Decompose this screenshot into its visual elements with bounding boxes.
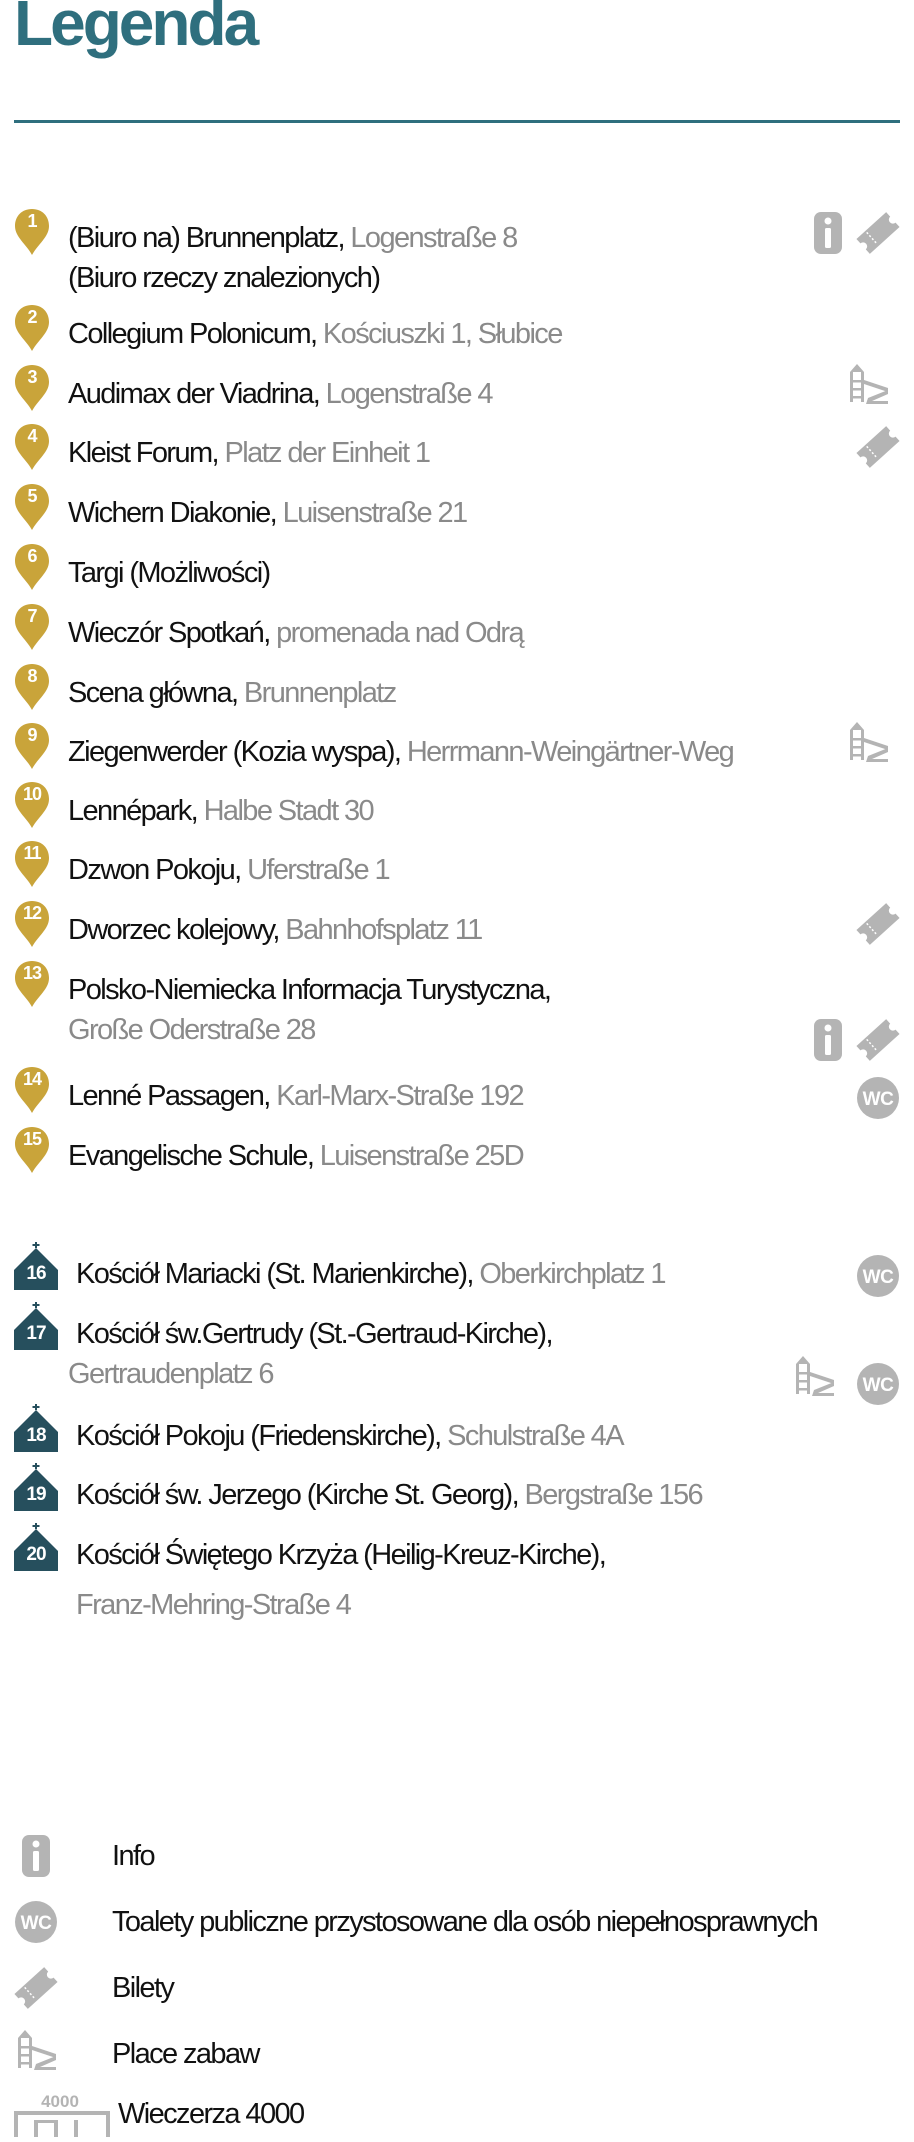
legend-tickets: Bilety: [0, 1966, 914, 2016]
pin-marker-icon: 4: [14, 423, 50, 471]
venue-label: Wichern Diakonie, Luisenstraße 21: [68, 497, 468, 529]
legend-wc: Toalety publiczne przystosowane dla osób…: [0, 1900, 914, 1950]
page-title: Legenda: [14, 0, 259, 59]
pin-marker-icon: 8: [14, 663, 50, 711]
venue-label: Polsko-Niemiecka Informacja Turystyczna,: [68, 974, 552, 1006]
venue-row[interactable]: 11 Dzwon Pokoju, Uferstraße 1: [0, 856, 914, 896]
playground-icon: [846, 718, 890, 762]
venue-label: Wieczór Spotkań, promenada nad Odrą: [68, 617, 525, 649]
venue-row[interactable]: 13 Polsko-Niemiecka Informacja Turystycz…: [0, 976, 914, 1016]
ticket-icon: [14, 1966, 58, 2010]
legend-info-label: Info: [112, 1840, 156, 1872]
venue-row[interactable]: 7 Wieczór Spotkań, promenada nad Odrą: [0, 619, 914, 659]
pin-marker-icon: 1: [14, 208, 50, 256]
supper-table-icon: 4000: [12, 2090, 112, 2137]
playground-icon: [846, 360, 890, 404]
church-row[interactable]: 19 Kościół św. Jerzego (Kirche St. Georg…: [0, 1481, 914, 1521]
venue-row[interactable]: 1 (Biuro na) Brunnenplatz, Logenstraße 8…: [0, 222, 914, 294]
pin-marker-icon: 2: [14, 304, 50, 352]
pin-marker-icon: 15: [14, 1126, 50, 1174]
church-row[interactable]: 20 Kościół Świętego Krzyża (Heilig-Kreuz…: [0, 1539, 914, 1621]
pin-marker-icon: 9: [14, 722, 50, 770]
church-address-line2: Franz-Mehring-Straße 4: [76, 1589, 352, 1621]
pin-marker-icon: 3: [14, 364, 50, 412]
venue-label: Kleist Forum, Platz der Einheit 1: [68, 437, 431, 469]
venue-label: Dworzec kolejowy, Bahnhofsplatz 11: [68, 914, 483, 946]
venue-row[interactable]: 4 Kleist Forum, Platz der Einheit 1: [0, 439, 914, 479]
pin-marker-icon: 10: [14, 781, 50, 829]
svg-text:4000: 4000: [41, 2092, 79, 2111]
pin-marker-icon: 13: [14, 960, 50, 1008]
church-row[interactable]: 16 Kościół Mariacki (St. Marienkirche), …: [0, 1260, 914, 1300]
church-icon: 19: [14, 1463, 58, 1511]
venue-label: Audimax der Viadrina, Logenstraße 4: [68, 378, 493, 410]
venue-label: Targi (Możliwości): [68, 557, 271, 589]
venue-row[interactable]: 10 Lennépark, Halbe Stadt 30: [0, 797, 914, 837]
venue-row[interactable]: 5 Wichern Diakonie, Luisenstraße 21: [0, 499, 914, 539]
venue-label: (Biuro na) Brunnenplatz, Logenstraße 8: [68, 222, 518, 254]
church-label: Kościół Pokoju (Friedenskirche), Schulst…: [76, 1420, 625, 1452]
pin-marker-icon: 11: [14, 840, 50, 888]
church-label: Kościół Świętego Krzyża (Heilig-Kreuz-Ki…: [76, 1539, 607, 1571]
legend-supper: 4000 Wieczerza 4000: [0, 2090, 914, 2140]
legend-playground-label: Place zabaw: [112, 2038, 260, 2070]
info-icon: [14, 1834, 58, 1878]
wc-icon: [856, 1254, 900, 1298]
church-row[interactable]: 17 Kościół św.Gertrudy (St.-Gertraud-Kir…: [0, 1320, 914, 1360]
wc-icon: [856, 1076, 900, 1120]
church-icon: 18: [14, 1404, 58, 1452]
church-icon: 16: [14, 1242, 58, 1290]
ticket-icon: [856, 211, 900, 255]
church-label: Kościół św.Gertrudy (St.-Gertraud-Kirche…: [76, 1318, 554, 1350]
venue-label: Evangelische Schule, Luisenstraße 25D: [68, 1140, 525, 1172]
pin-marker-icon: 7: [14, 603, 50, 651]
church-icon: 17: [14, 1302, 58, 1350]
church-address-line2: Gertraudenplatz 6: [68, 1358, 275, 1390]
ticket-icon: [856, 425, 900, 469]
pin-marker-icon: 5: [14, 483, 50, 531]
legend-info: Info: [0, 1834, 914, 1884]
pin-marker-icon: 14: [14, 1066, 50, 1114]
venue-row[interactable]: 6 Targi (Możliwości): [0, 559, 914, 599]
venue-row[interactable]: 9 Ziegenwerder (Kozia wyspa), Herrmann-W…: [0, 738, 914, 778]
venue-row[interactable]: 3 Audimax der Viadrina, Logenstraße 4: [0, 380, 914, 420]
venue-row[interactable]: 2 Collegium Polonicum, Kościuszki 1, Słu…: [0, 320, 914, 360]
venue-label: Lennépark, Halbe Stadt 30: [68, 795, 375, 827]
pin-marker-icon: 12: [14, 900, 50, 948]
venue-label: Scena główna, Brunnenplatz: [68, 677, 397, 709]
church-label: Kościół Mariacki (St. Marienkirche), Obe…: [76, 1258, 666, 1290]
church-icon: 20: [14, 1523, 58, 1571]
title-divider: [14, 120, 900, 123]
info-icon: [806, 211, 850, 255]
legend-tickets-label: Bilety: [112, 1972, 175, 2004]
wc-icon: [14, 1900, 58, 1944]
venue-label: Ziegenwerder (Kozia wyspa), Herrmann-Wei…: [68, 736, 735, 768]
legend-playground: Place zabaw: [0, 2032, 914, 2082]
venue-address-line2: Große Oderstraße 28: [68, 1014, 316, 1046]
venue-label-line2: (Biuro rzeczy znalezionych): [68, 262, 381, 294]
venue-label: Lenné Passagen, Karl-Marx-Straße 192: [68, 1080, 525, 1112]
venue-row[interactable]: 14 Lenné Passagen, Karl-Marx-Straße 192: [0, 1082, 914, 1122]
playground-icon: [792, 1352, 836, 1396]
church-row[interactable]: 18 Kościół Pokoju (Friedenskirche), Schu…: [0, 1422, 914, 1462]
wc-icon: [856, 1362, 900, 1406]
legend-wc-label: Toalety publiczne przystosowane dla osób…: [112, 1906, 819, 1938]
venue-label: Dzwon Pokoju, Uferstraße 1: [68, 854, 391, 886]
info-icon: [806, 1018, 850, 1062]
venue-row[interactable]: 8 Scena główna, Brunnenplatz: [0, 679, 914, 719]
church-label: Kościół św. Jerzego (Kirche St. Georg), …: [76, 1479, 704, 1511]
legend-supper-label: Wieczerza 4000: [118, 2098, 305, 2130]
venue-label: Collegium Polonicum, Kościuszki 1, Słubi…: [68, 318, 563, 350]
ticket-icon: [856, 902, 900, 946]
venue-row[interactable]: 15 Evangelische Schule, Luisenstraße 25D: [0, 1142, 914, 1182]
pin-marker-icon: 6: [14, 543, 50, 591]
ticket-icon: [856, 1018, 900, 1062]
playground-icon: [14, 2026, 58, 2070]
venue-row[interactable]: 12 Dworzec kolejowy, Bahnhofsplatz 11: [0, 916, 914, 956]
